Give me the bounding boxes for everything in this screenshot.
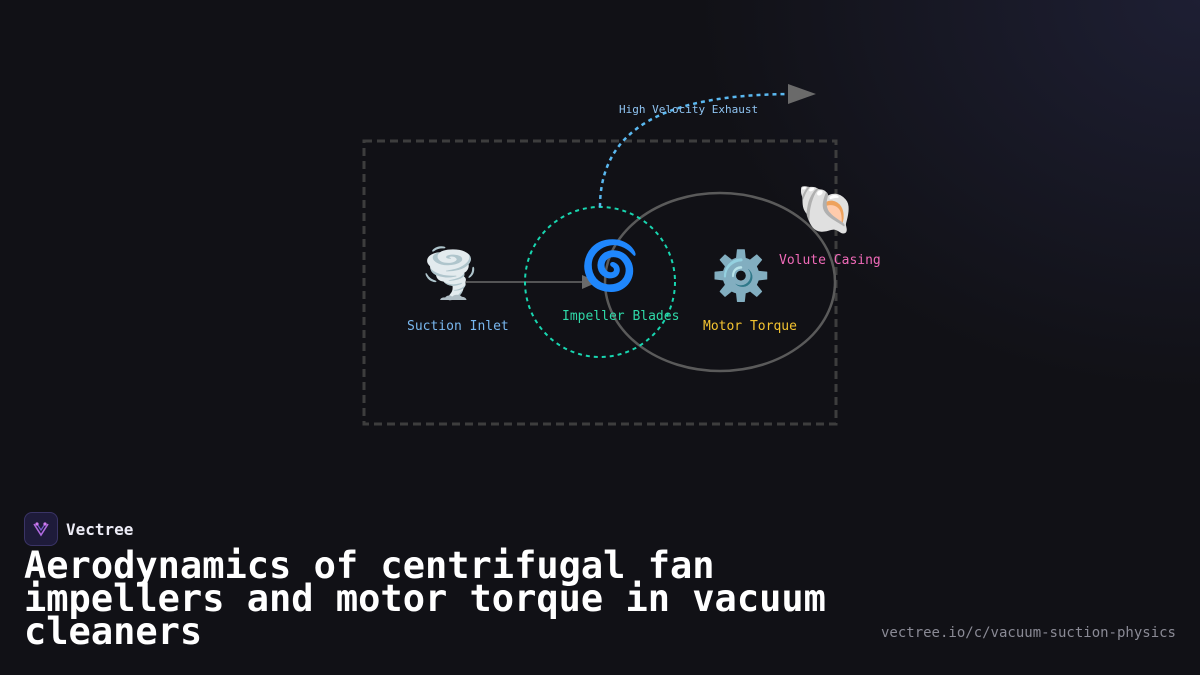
suction-inlet-label: Suction Inlet	[407, 319, 509, 334]
spiral-shell-icon: 🐚	[796, 182, 856, 238]
brand-name: Vectree	[66, 519, 134, 539]
exhaust-path	[598, 92, 791, 208]
tornado-icon: 🌪️	[420, 246, 480, 302]
cyclone-icon: 🌀	[580, 238, 640, 294]
page-url: vectree.io/c/vacuum-suction-physics	[880, 625, 1176, 641]
page-title: Aerodynamics of centrifugal fan impeller…	[24, 544, 826, 653]
impeller-blades-label: Impeller Blades	[562, 309, 680, 324]
brand: Vectree	[24, 512, 133, 546]
motor-circle	[603, 191, 837, 373]
volute-casing-label: Volute Casing	[779, 253, 881, 268]
inlet-flow-arrowhead	[582, 275, 598, 289]
exhaust-arrowhead	[788, 84, 816, 104]
exhaust-label: High Velocity Exhaust	[619, 103, 759, 116]
vectree-logo-icon	[24, 512, 58, 546]
gear-icon: ⚙️	[711, 248, 771, 304]
motor-torque-label: Motor Torque	[703, 319, 797, 334]
